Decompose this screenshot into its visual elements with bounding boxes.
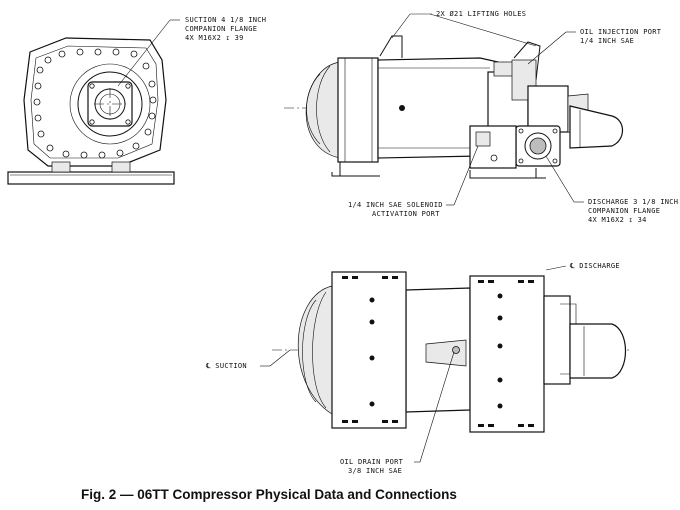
lifting-holes-callout: 2X Ø21 LIFTING HOLES (391, 10, 537, 47)
oil-injection-callout: OIL INJECTION PORT 1/4 INCH SAE (527, 28, 662, 65)
figure-caption: Fig. 2 — 06TT Compressor Physical Data a… (81, 487, 457, 502)
solenoid-label-2: ACTIVATION PORT (372, 210, 440, 218)
suction-flange-label-3: 4X M16X2 ↧ 39 (185, 34, 244, 42)
discharge-flange-label-2: COMPANION FLANGE (588, 207, 660, 215)
discharge-cl-label: ℄ DISCHARGE (569, 262, 620, 270)
lifting-holes-label: 2X Ø21 LIFTING HOLES (436, 10, 526, 18)
end-view (7, 37, 175, 185)
solenoid-label-1: 1/4 INCH SAE SOLENOID (348, 201, 443, 209)
discharge-cl-callout: ℄ DISCHARGE (545, 262, 620, 271)
discharge-flange-callout: DISCHARGE 3 1/8 INCH COMPANION FLANGE 4X… (545, 155, 678, 224)
suction-flange-callout: SUCTION 4 1/8 INCH COMPANION FLANGE 4X M… (117, 16, 266, 87)
left-plate-slots (342, 276, 398, 423)
suction-cl-callout: ℄ SUCTION (205, 349, 291, 370)
top-view (272, 271, 632, 433)
suction-cl-label: ℄ SUCTION (205, 362, 247, 370)
right-plate-slots (478, 280, 534, 427)
oil-drain-label-2: 3/8 INCH SAE (348, 467, 402, 475)
oil-drain-label-1: OIL DRAIN PORT (340, 458, 404, 466)
oil-injection-label-1: OIL INJECTION PORT (580, 28, 662, 36)
solenoid-callout: 1/4 INCH SAE SOLENOID ACTIVATION PORT (348, 145, 479, 218)
discharge-flange-label-3: 4X M16X2 ↧ 34 (588, 216, 647, 224)
oil-drain-callout: OIL DRAIN PORT 3/8 INCH SAE (340, 351, 455, 475)
flange-bolt-ring (33, 48, 157, 159)
suction-flange-label-2: COMPANION FLANGE (185, 25, 257, 33)
oil-injection-label-2: 1/4 INCH SAE (580, 37, 634, 45)
suction-flange-label-1: SUCTION 4 1/8 INCH (185, 16, 266, 24)
side-view (284, 35, 624, 179)
discharge-flange-label-1: DISCHARGE 3 1/8 INCH (588, 198, 678, 206)
